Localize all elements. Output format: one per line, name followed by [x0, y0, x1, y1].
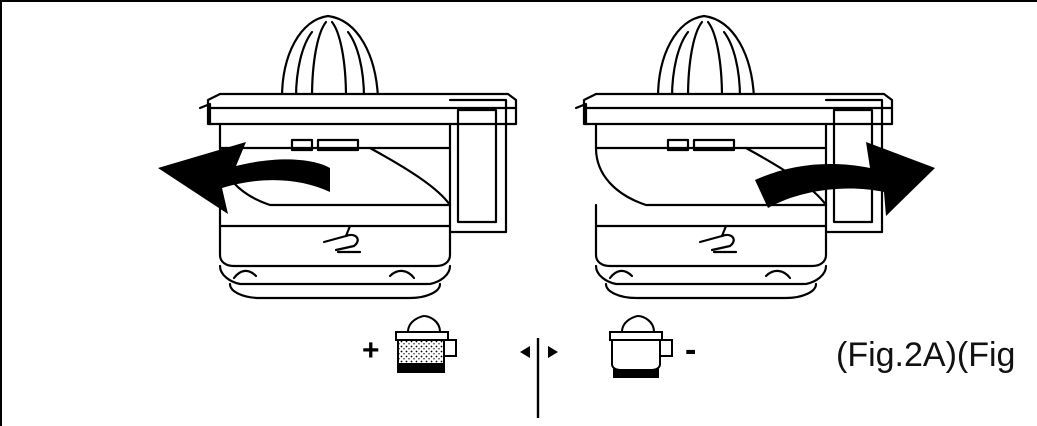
- left-juicer-illustration: [198, 14, 518, 300]
- pulp-max-jug-icon: [395, 314, 457, 373]
- pulp-increase-symbol: +: [362, 334, 380, 367]
- rotate-right-arrow-icon: [755, 142, 935, 216]
- figure-caption: (Fig.2A)(Fig: [836, 336, 1016, 374]
- left-right-selector-icon: [520, 338, 558, 418]
- pulp-decrease-symbol: -: [685, 331, 697, 369]
- pulp-min-jug-icon: [609, 314, 673, 378]
- rotate-left-arrow-icon: [158, 142, 330, 214]
- right-juicer-illustration: [574, 14, 894, 300]
